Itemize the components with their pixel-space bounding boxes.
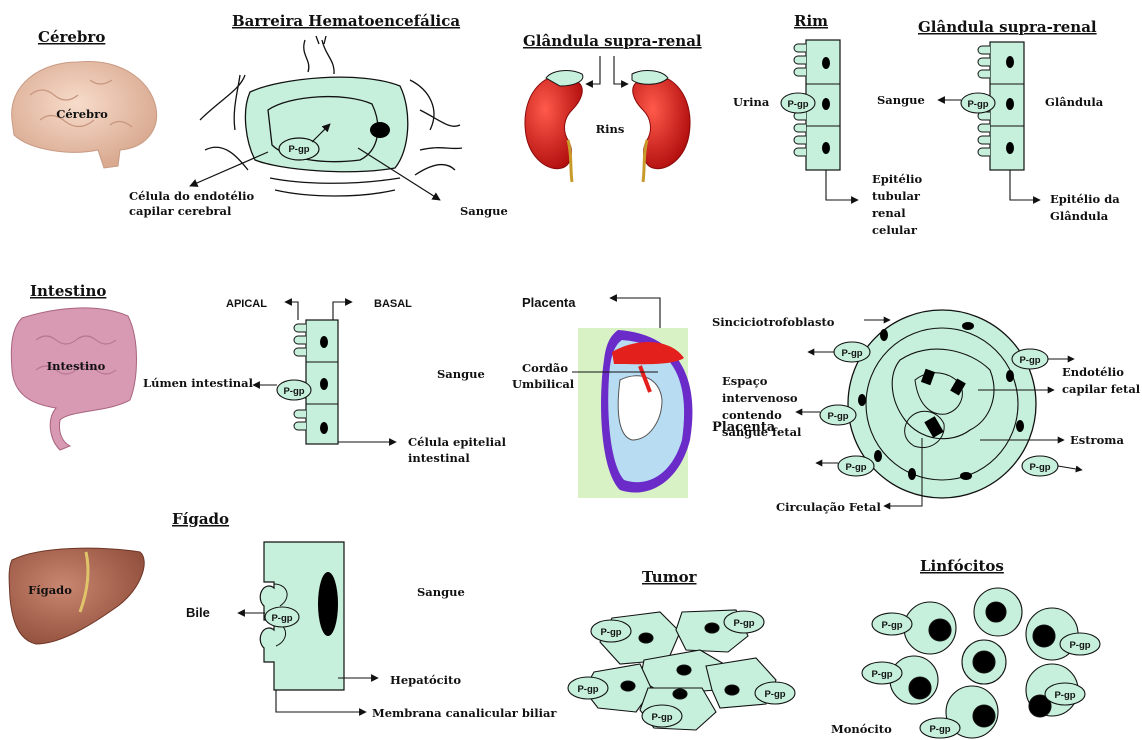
intestine-lumen-label: Lúmen intestinal [143,376,254,390]
kidney-epi-3: renal [872,206,906,220]
liver-bile-label: Bile [186,605,210,620]
bbb-cell-label: Célula do endotélio [129,189,254,203]
adrenal-gland-label: Glândula [1045,95,1104,109]
placenta-villus-diagram [848,310,1036,498]
intestine-cell-2: intestinal [408,451,470,465]
placenta-endo-2: capilar fetal [1062,382,1141,396]
kidney-urine-label: Urina [733,95,770,109]
placenta-pgp-3-label: P-gp [827,411,848,422]
kidney-epi-4: celular [872,223,918,237]
liver-membrane-label: Membrana canalicular biliar [372,706,557,720]
lymph-heading: Linfócitos [920,557,1004,575]
adrenal-pgp-label: P-gp [967,99,988,110]
lymph-pgp-1-label: P-gp [881,620,902,631]
bbb-cell-label-2: capilar cerebral [129,204,232,218]
placenta-endo-1: Endotélio [1062,365,1124,379]
bbb-heading: Barreira Hematoencefálica [232,12,460,30]
lymphocyte-cells [890,588,1078,738]
kidney-epi-1: Epitélio [872,172,923,186]
placenta-space-3: contendo [722,408,782,422]
intestine-blood-label: Sangue [437,367,485,381]
tumor-pgp-3-label: P-gp [577,684,598,695]
intestine-heading: Intestino [30,282,106,300]
placenta-stroma-label: Estroma [1070,433,1124,447]
intestine-basal-label: BASAL [374,298,412,310]
lymph-pgp-5-label: P-gp [929,724,950,735]
kidney-pgp-label: P-gp [787,99,808,110]
placenta-pgp-5-label: P-gp [1029,462,1050,473]
placenta-cord-2: Umbilical [512,377,575,391]
brain-organ-label: Cérebro [56,107,108,121]
liver-pgp-label: P-gp [271,613,292,624]
placenta-pgp-2-label: P-gp [1019,355,1040,366]
liver-heading: Fígado [172,510,229,528]
intestine-cell-1: Célula epitelial [408,435,507,449]
placenta-pgp-4-label: P-gp [845,462,866,473]
bbb-nucleus [370,122,390,138]
placenta-fetal-circ-label: Circulação Fetal [776,500,882,514]
adrenal-blood-label: Sangue [877,93,925,107]
intestine-pgp-label: P-gp [283,386,304,397]
placenta-syncytio-label: Sinciciotrofoblasto [712,315,835,329]
tumor-pgp-4-label: P-gp [764,689,785,700]
placenta-space-4: sangue fetal [722,425,802,439]
liver-organ-label: Fígado [28,583,72,597]
liver-blood-label: Sangue [417,585,465,599]
adrenal-epi-2: Glândula [1050,209,1109,223]
lymph-pgp-4-label: P-gp [1054,690,1075,701]
bbb-diagram [200,36,462,196]
intestine-apical-label: APICAL [226,298,267,310]
placenta-space-1: Espaço [722,374,768,388]
kidneys-label: Rins [596,122,625,136]
placenta-heading: Placenta [522,295,576,310]
placenta-illustration [578,328,692,498]
adrenal-top-heading: Glândula supra-renal [523,32,702,50]
kidney-epi-2: tubular [872,189,921,203]
tumor-heading: Tumor [642,568,698,586]
tumor-pgp-1-label: P-gp [600,627,621,638]
bbb-blood-label: Sangue [460,204,508,218]
adrenal-epi-1: Epitélio da [1050,192,1120,206]
lymph-monocyte-label: Monócito [831,722,892,736]
placenta-space-2: intervenoso [722,391,798,405]
adrenal-right-heading: Glândula supra-renal [918,18,1097,36]
intestine-illustration [11,308,136,450]
tumor-pgp-5-label: P-gp [651,712,672,723]
intestine-organ-label: Intestino [47,359,106,373]
placenta-cord-1: Cordão [522,361,568,375]
tumor-pgp-2-label: P-gp [733,618,754,629]
liver-hepatocyte-label: Hepatócito [390,673,461,687]
bbb-pgp-label: P-gp [288,144,309,155]
kidney-heading: Rim [794,12,828,30]
brain-heading: Cérebro [38,28,105,46]
lymph-pgp-3-label: P-gp [871,669,892,680]
lymph-pgp-2-label: P-gp [1069,640,1090,651]
placenta-pgp-1-label: P-gp [841,348,862,359]
